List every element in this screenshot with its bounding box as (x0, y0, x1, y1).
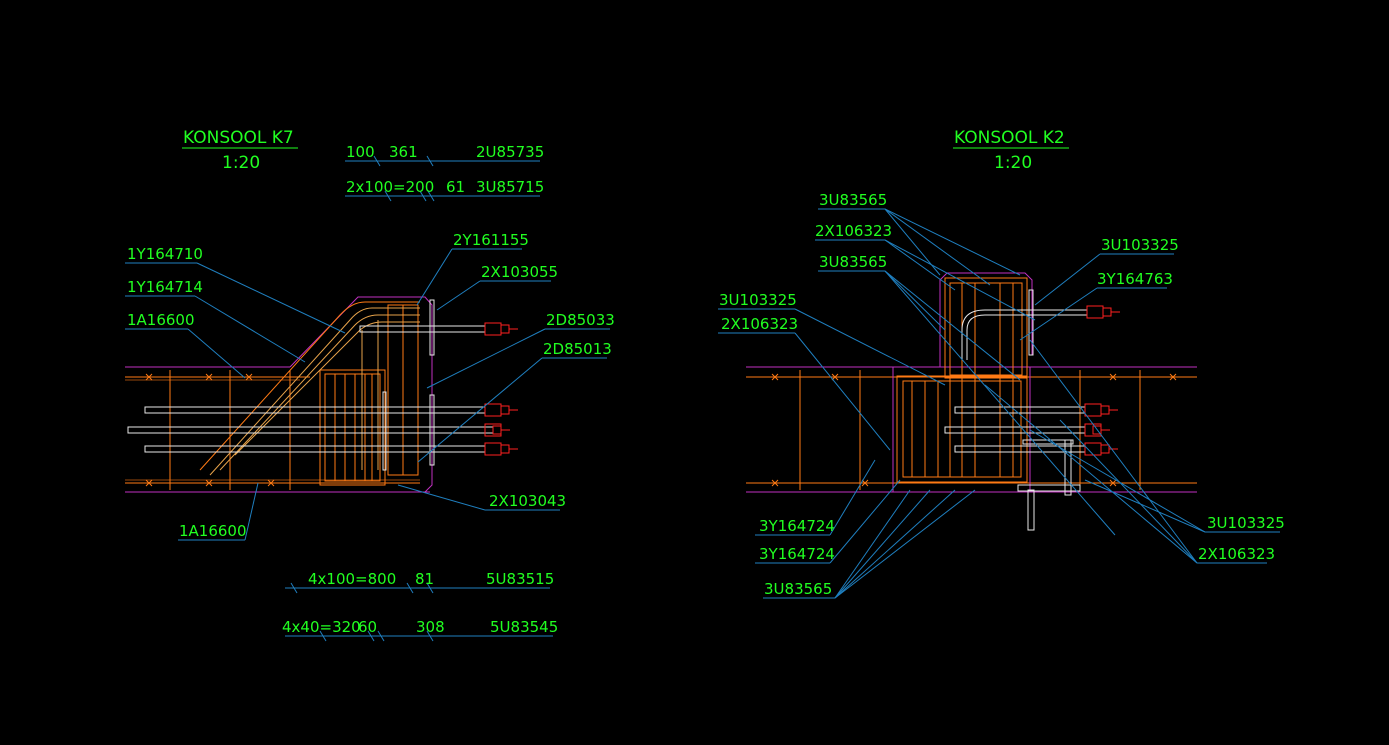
k7-dim-bottom-4x40: 4x40=320 (282, 618, 361, 636)
k7-dim-bottom-60: 60 (358, 618, 377, 636)
k7-label-2D85013: 2D85013 (543, 340, 612, 358)
k2-label-3U83565-bottom: 3U83565 (764, 580, 832, 598)
k7-top-dimensions: 100 361 2U85735 2x100=200 61 3U85715 (345, 143, 544, 202)
k7-label-3U85715: 3U85715 (476, 178, 544, 196)
k2-label-3U103325-right-top: 3U103325 (1101, 236, 1179, 254)
k2-label-3U103325-left: 3U103325 (719, 291, 797, 309)
k7-dim-top-2x100: 2x100=200 (346, 178, 434, 196)
k7-label-1A16600-bottom: 1A16600 (179, 522, 247, 540)
k7-dim-bottom-81: 81 (415, 570, 434, 588)
k2-scale: 1:20 (994, 153, 1032, 173)
k7-label-2U85735: 2U85735 (476, 143, 544, 161)
k7-dim-bottom-308: 308 (416, 618, 445, 636)
k2-label-3Y164724-a: 3Y164724 (759, 517, 835, 535)
k7-structure (125, 296, 518, 493)
k7-label-2D85033: 2D85033 (546, 311, 615, 329)
k7-label-1Y164710: 1Y164710 (127, 245, 203, 263)
k7-label-1A16600-top: 1A16600 (127, 311, 195, 329)
k7-bottom-dimensions: 4x100=800 81 5U83515 4x40=320 60 308 5U8… (282, 570, 558, 642)
k2-label-2X106323-right-bottom: 2X106323 (1198, 545, 1275, 563)
k7-label-2Y161155: 2Y161155 (453, 231, 529, 249)
k2-label-2X106323-left: 2X106323 (721, 315, 798, 333)
k7-dim-top-100: 100 (346, 143, 375, 161)
k2-label-3Y164724-b: 3Y164724 (759, 545, 835, 563)
k7-title: KONSOOL K7 (183, 128, 294, 148)
k7-dim-top-61: 61 (446, 178, 465, 196)
k2-title: KONSOOL K2 (954, 128, 1065, 148)
k7-label-2X103043: 2X103043 (489, 492, 566, 510)
k7-dim-top-361: 361 (389, 143, 418, 161)
k2-leaders (718, 208, 1280, 599)
k2-label-3U83565-top: 3U83565 (819, 191, 887, 209)
k7-dim-bottom-4x100: 4x100=800 (308, 570, 396, 588)
k7-label-5U83515: 5U83515 (486, 570, 554, 588)
k2-label-2X106323-top: 2X106323 (815, 222, 892, 240)
konsool-k7-detail: KONSOOL K7 1:20 100 361 2U85735 2x100=20… (125, 128, 615, 642)
k7-label-5U83545: 5U83545 (490, 618, 558, 636)
k7-labels (125, 248, 610, 541)
k2-structure (746, 272, 1197, 531)
konsool-k2-detail: KONSOOL K2 1:20 (718, 128, 1285, 599)
k2-label-3U83565-mid: 3U83565 (819, 253, 887, 271)
k2-label-3U103325-right-bottom: 3U103325 (1207, 514, 1285, 532)
k2-label-3Y164763: 3Y164763 (1097, 270, 1173, 288)
k7-scale: 1:20 (222, 153, 260, 173)
k7-label-1Y164714: 1Y164714 (127, 278, 203, 296)
k7-label-2X103055: 2X103055 (481, 263, 558, 281)
